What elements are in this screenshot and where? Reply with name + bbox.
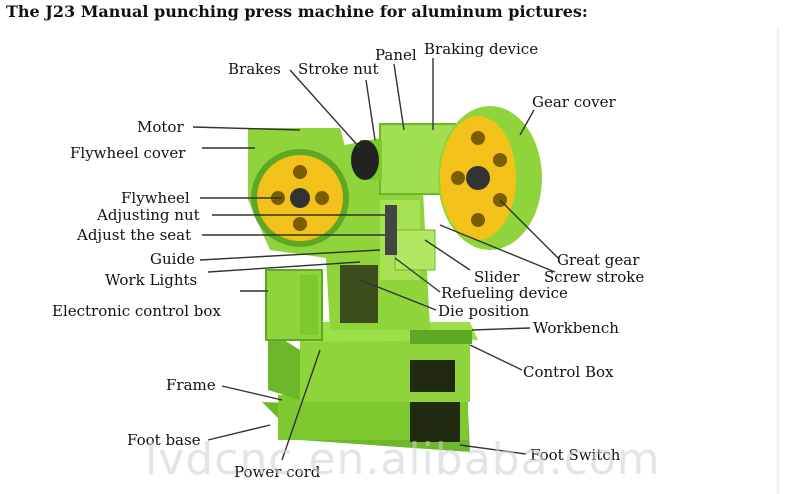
label-power-cord: Power cord (234, 463, 321, 481)
label-gear-cover: Gear cover (532, 93, 617, 111)
label-frame: Frame (166, 376, 216, 394)
label-stroke-nut: Stroke nut (298, 60, 379, 78)
label-adjusting-nut: Adjusting nut (96, 206, 200, 224)
label-guide: Guide (150, 250, 195, 268)
label-panel: Panel (375, 46, 417, 64)
label-die-position: Die position (438, 302, 529, 320)
label-brakes: Brakes (228, 60, 281, 78)
label-flywheel: Flywheel (121, 189, 190, 207)
label-electronic-control-box: Electronic control box (52, 302, 221, 320)
watermark: lvdcnc.en.alibaba.com (145, 434, 661, 485)
label-motor: Motor (137, 118, 184, 136)
label-work-lights: Work Lights (105, 271, 197, 289)
leader-lines (192, 58, 559, 461)
label-screw-stroke: Screw stroke (544, 268, 644, 286)
label-foot-switch: Foot Switch (530, 446, 621, 464)
label-adjust-seat: Adjust the seat (76, 226, 191, 244)
page-title: The J23 Manual punching press machine fo… (6, 2, 588, 21)
label-refueling-device: Refueling device (441, 284, 568, 302)
label-workbench: Workbench (533, 319, 619, 337)
label-foot-base: Foot base (127, 431, 201, 449)
label-great-gear: Great gear (557, 251, 640, 269)
punch-press-illustration (248, 106, 542, 452)
label-flywheel-cover: Flywheel cover (70, 144, 186, 162)
label-braking-device: Braking device (424, 40, 538, 58)
label-slider: Slider (474, 268, 520, 286)
label-control-box: Control Box (523, 363, 614, 381)
